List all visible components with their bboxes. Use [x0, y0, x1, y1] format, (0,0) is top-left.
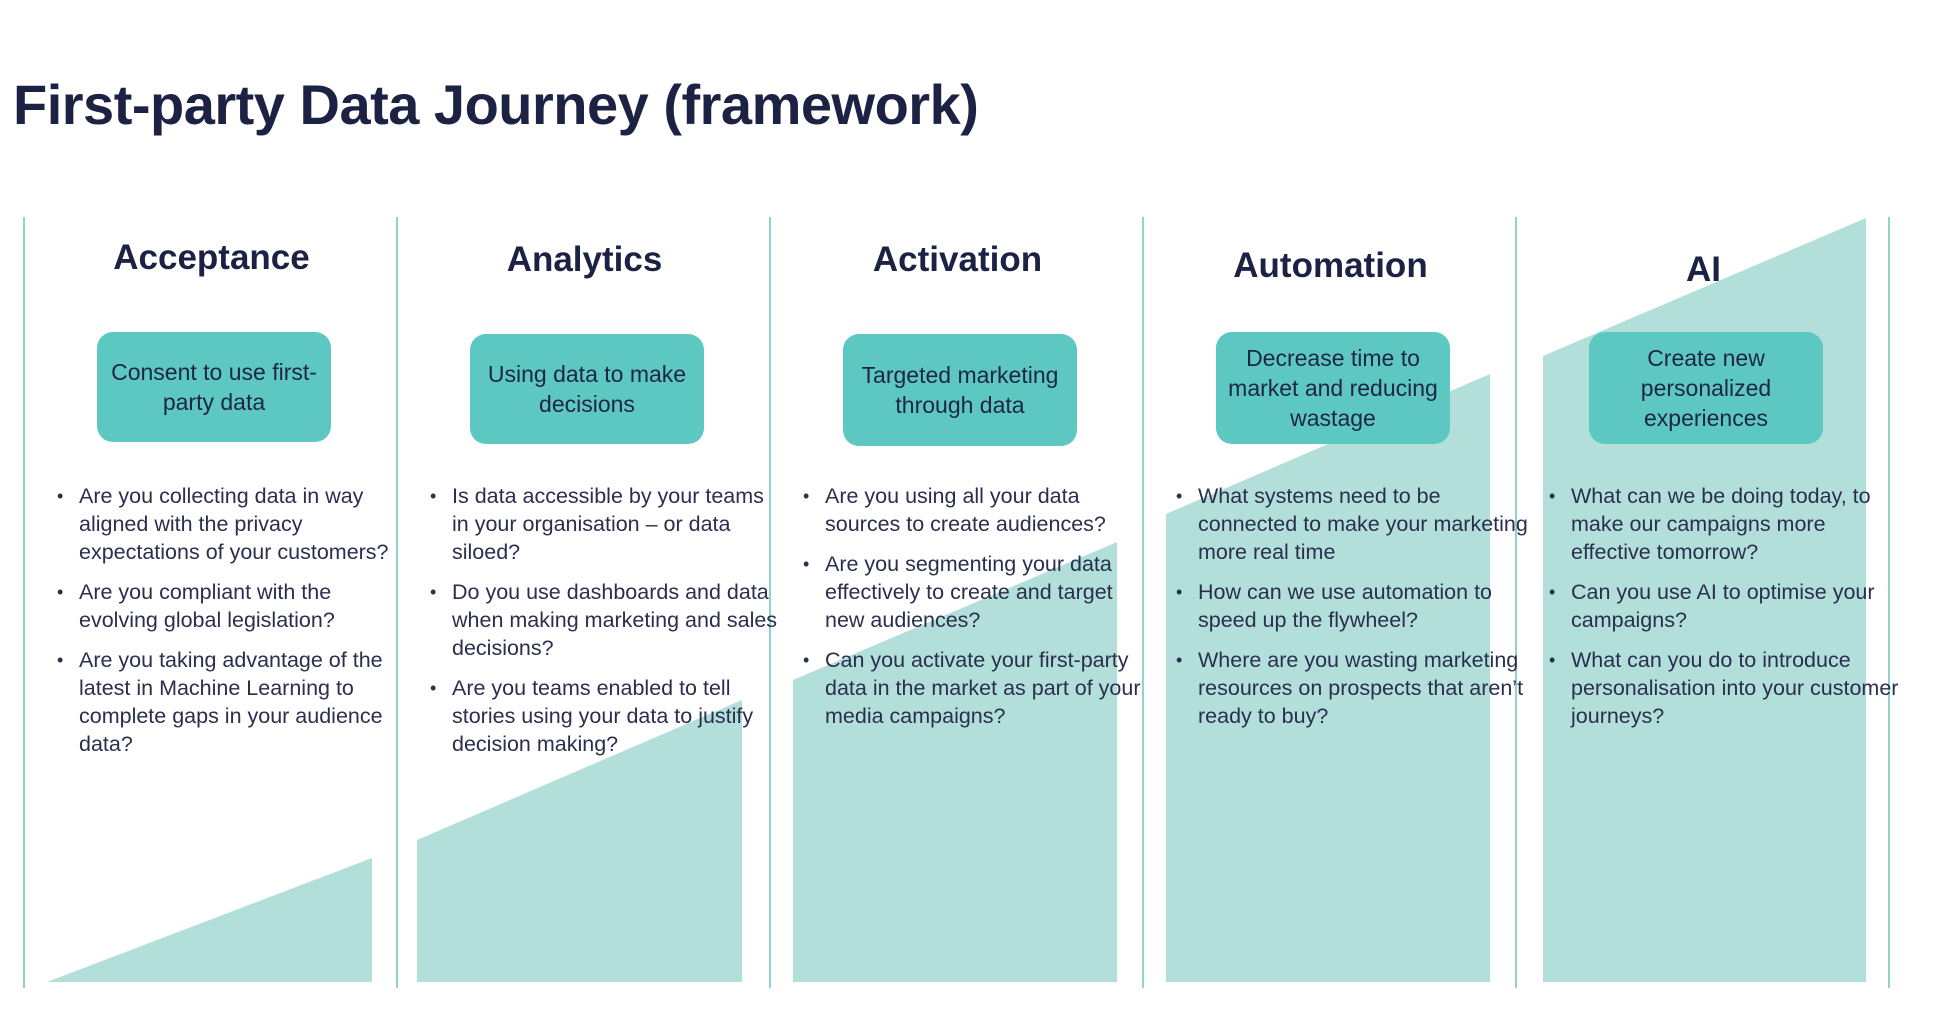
stage-acceptance: Acceptance Consent to use first-party da… [25, 0, 398, 1010]
stage-title: Acceptance [113, 238, 310, 277]
question-item: Are you using all your data sources to c… [803, 482, 1155, 538]
stage-summary-badge: Decrease time to market and reducing was… [1216, 332, 1450, 444]
stage-title: Analytics [506, 240, 663, 279]
question-item: Where are you wasting marketing resource… [1176, 646, 1528, 730]
question-item: Are you segmenting your data effectively… [803, 550, 1155, 634]
stage-summary-badge: Targeted marketing through data [843, 334, 1077, 446]
question-item: What can you do to introduce personalisa… [1549, 646, 1901, 730]
question-list: What systems need to be connected to mak… [1174, 482, 1528, 742]
stage-summary-badge: Consent to use first-party data [97, 332, 331, 442]
question-list: Are you collecting data in way aligned w… [55, 482, 409, 770]
question-item: Is data accessible by your teams in your… [430, 482, 782, 566]
stage-ai: AI Create new personalized experiences W… [1517, 0, 1898, 1010]
question-item: Are you collecting data in way aligned w… [57, 482, 409, 566]
page-title: First-party Data Journey (framework) [13, 73, 979, 136]
question-item: Are you teams enabled to tell stories us… [430, 674, 782, 758]
question-item: Can you activate your first-party data i… [803, 646, 1155, 730]
stage-automation: Automation Decrease time to market and r… [1144, 0, 1528, 1010]
stage-analytics: Analytics Using data to make decisions I… [398, 0, 777, 1010]
question-item: Are you taking advantage of the latest i… [57, 646, 409, 758]
ramp-acceptance [47, 858, 372, 982]
stage-title: Activation [872, 240, 1043, 279]
column-divider [23, 217, 25, 988]
stage-summary-badge: Create new personalized experiences [1589, 332, 1823, 444]
stage-summary-badge: Using data to make decisions [470, 334, 704, 444]
question-list: Are you using all your data sources to c… [801, 482, 1155, 742]
stage-title: Automation [1233, 246, 1428, 285]
question-item: Can you use AI to optimise your campaign… [1549, 578, 1901, 634]
question-item: What systems need to be connected to mak… [1176, 482, 1528, 566]
question-list: What can we be doing today, to make our … [1547, 482, 1901, 742]
stage-title: AI [1686, 250, 1721, 289]
question-item: Do you use dashboards and data when maki… [430, 578, 782, 662]
question-item: What can we be doing today, to make our … [1549, 482, 1901, 566]
question-item: Are you compliant with the evolving glob… [57, 578, 409, 634]
ramp-analytics [417, 700, 742, 982]
question-item: How can we use automation to speed up th… [1176, 578, 1528, 634]
stage-activation: Activation Targeted marketing through da… [771, 0, 1144, 1010]
question-list: Is data accessible by your teams in your… [428, 482, 782, 770]
